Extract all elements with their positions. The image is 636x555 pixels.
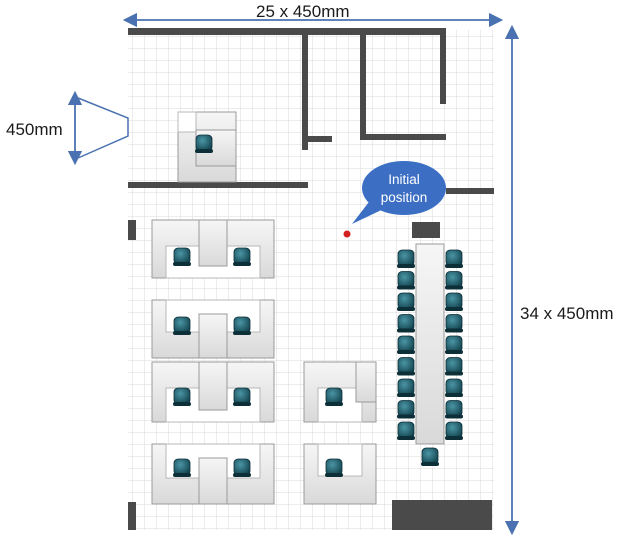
chair-seat xyxy=(445,328,463,333)
chair-seat xyxy=(325,473,343,477)
left-wall-block-bottom xyxy=(128,502,136,530)
initial-position-marker xyxy=(343,230,351,238)
chair xyxy=(173,316,191,334)
chair-seat xyxy=(173,402,191,406)
chair xyxy=(445,335,463,353)
desk-divider xyxy=(198,457,228,505)
chair xyxy=(397,249,415,267)
chair xyxy=(445,400,463,417)
conference-table xyxy=(415,243,445,445)
chair xyxy=(445,378,463,396)
chair-seat xyxy=(233,473,251,477)
chair xyxy=(195,134,213,152)
height-dimension-label: 34 x 450mm xyxy=(520,304,614,323)
desk-divider xyxy=(198,361,228,411)
chair xyxy=(233,387,251,405)
chair xyxy=(173,458,191,476)
callout-bubble xyxy=(362,161,446,215)
chair-seat xyxy=(233,331,251,335)
walls xyxy=(128,28,494,530)
cell-size-label: 450mm xyxy=(6,120,63,139)
partition-left-stub xyxy=(302,136,332,142)
chair-seat xyxy=(397,264,415,268)
chair-seat xyxy=(421,462,439,466)
chair xyxy=(233,458,251,476)
partition-right-vertical xyxy=(360,32,366,140)
chair-seat xyxy=(173,473,191,477)
callout-line-1: Initial xyxy=(388,172,420,187)
desk-divider xyxy=(198,219,228,267)
partition-right-bottom xyxy=(360,134,446,140)
chair-seat xyxy=(445,436,463,440)
chair-seat xyxy=(397,328,415,333)
chair xyxy=(445,314,463,331)
chair-seat xyxy=(445,371,463,376)
chair xyxy=(397,292,415,310)
chair xyxy=(173,247,191,265)
chair-seat xyxy=(445,307,463,311)
left-wall-block-top xyxy=(128,220,136,240)
chair-seat xyxy=(397,371,415,376)
chair xyxy=(397,400,415,417)
chair-seat xyxy=(233,402,251,406)
furniture xyxy=(151,111,463,505)
chair xyxy=(325,387,343,405)
partition-far-right xyxy=(440,32,446,104)
chair xyxy=(445,421,463,439)
chair xyxy=(397,335,415,353)
initial-position-callout: Initial position xyxy=(343,161,446,238)
chair xyxy=(325,458,343,476)
cabinet-top xyxy=(412,222,440,238)
chair xyxy=(173,387,191,405)
chair-seat xyxy=(445,414,463,419)
chair-seat xyxy=(397,414,415,419)
chair-seat xyxy=(173,262,191,266)
chair-seat xyxy=(397,436,415,440)
chair-seat xyxy=(173,331,191,335)
chair-seat xyxy=(397,285,415,290)
chair xyxy=(445,249,463,267)
top-wall xyxy=(128,28,446,35)
chair-seat xyxy=(397,350,415,354)
chair xyxy=(233,316,251,334)
chair xyxy=(421,447,439,465)
chair xyxy=(397,421,415,439)
chair xyxy=(397,357,415,374)
reception-desk-cut xyxy=(177,111,197,133)
chair xyxy=(445,271,463,288)
chair xyxy=(397,271,415,288)
chair-seat xyxy=(397,393,415,397)
right-wall-segment xyxy=(446,188,494,194)
chair-seat xyxy=(397,307,415,311)
cabinet-bottom xyxy=(392,500,492,530)
chair xyxy=(397,314,415,331)
cell-size-cone xyxy=(77,97,129,159)
chair xyxy=(397,378,415,396)
chair-seat xyxy=(445,393,463,397)
chair-seat xyxy=(325,402,343,406)
chair-seat xyxy=(233,262,251,266)
desk-side xyxy=(355,361,377,403)
chair xyxy=(445,357,463,374)
chair-seat xyxy=(445,350,463,354)
width-dimension-label: 25 x 450mm xyxy=(256,2,350,21)
callout-line-2: position xyxy=(381,190,428,205)
middle-wall xyxy=(128,182,308,188)
chair-seat xyxy=(445,285,463,290)
chair-seat xyxy=(195,149,213,153)
desk-divider xyxy=(198,313,228,359)
chair xyxy=(445,292,463,310)
chair-seat xyxy=(445,264,463,268)
chair xyxy=(233,247,251,265)
partition-left-vertical xyxy=(302,32,308,150)
